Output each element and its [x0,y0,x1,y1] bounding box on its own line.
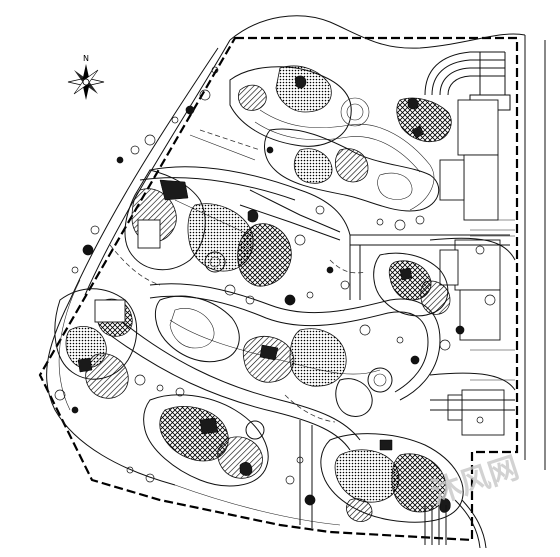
tree-symbol [284,294,296,306]
tree-symbol [394,219,406,231]
tree-symbol [396,336,404,344]
tree-symbol [415,215,425,225]
tree-symbol [116,156,124,164]
garden-southwest [54,288,138,399]
secondary-paths [109,129,366,423]
tree-symbol [296,456,304,464]
north-arrow: N [67,54,105,100]
watermark: 沐风网 [427,450,523,511]
tree-symbol [439,339,451,351]
internal-roads [109,134,515,528]
tree-symbol [134,374,146,386]
tree-symbol [211,66,219,74]
tree-symbol [304,494,316,506]
tree-symbol [54,389,66,401]
site-boundary [38,36,519,542]
tree-symbol [476,416,484,424]
tree-symbol [145,473,155,483]
tree-symbol [315,205,325,215]
perimeter-road [46,15,546,526]
tree-symbol [475,245,485,255]
tree-symbol [306,291,314,299]
tree-symbol [376,218,384,226]
tree-symbol [326,266,334,274]
tree-symbol [171,116,179,124]
tree-symbol [90,225,100,235]
tree-symbol [126,466,134,474]
tree-symbol [340,280,350,290]
tree-symbol [82,244,94,256]
tree-symbol [71,266,79,274]
entrance-steps-south [424,499,487,549]
tree-symbol [359,324,371,336]
tree-symbol [294,234,306,246]
tree-symbol [156,384,164,392]
tree-symbol [185,105,195,115]
garden-central [154,295,393,417]
tree-symbol [455,325,465,335]
tree-symbol [71,406,79,414]
tree-symbol [266,146,274,154]
garden-southeast [320,433,464,523]
tree-symbol [484,294,496,306]
tree-symbol [130,145,140,155]
garden-north [229,65,452,212]
tree-symbol [285,475,295,485]
tree-symbol [245,295,255,305]
buildings-east [429,99,516,436]
garden-west [124,169,292,287]
tree-symbol [199,89,211,101]
entrance-plaza-north [424,51,511,111]
tree-symbol [410,355,420,365]
garden-south [143,394,269,487]
tree-symbol [144,134,156,146]
tree-symbol [224,284,236,296]
garden-east [373,252,451,317]
watermark-text: 沐风网 [427,450,523,511]
tree-symbol [175,387,185,397]
north-arrow-label: N [83,54,89,63]
trees [54,66,496,506]
